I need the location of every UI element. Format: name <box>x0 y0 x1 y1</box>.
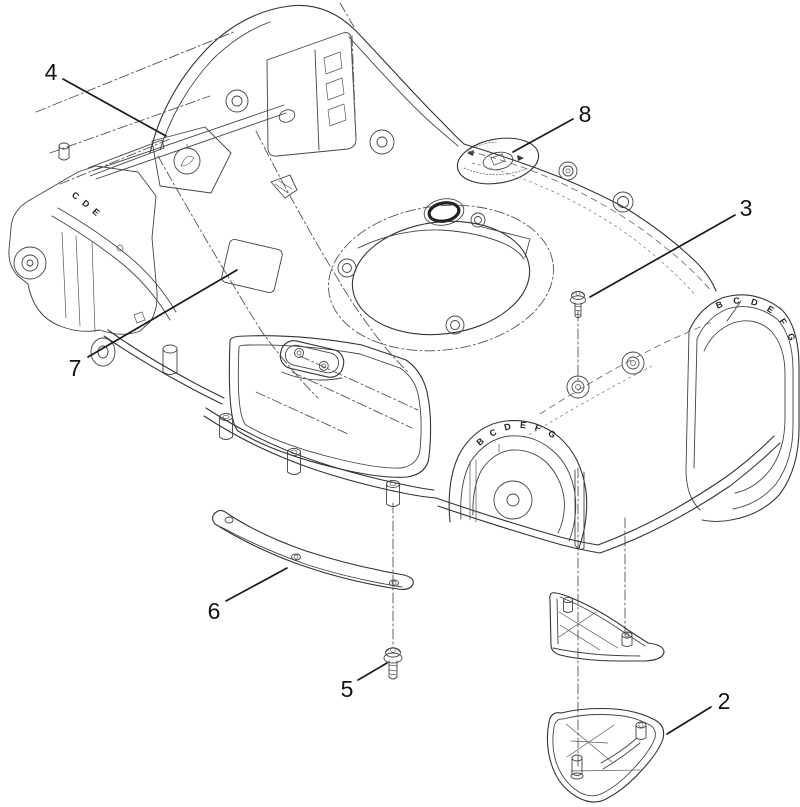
assembly-axis-lines <box>392 310 626 770</box>
warning-decal <box>221 239 283 293</box>
engine-mount-opening <box>328 161 645 399</box>
lower-discharge-deflector <box>546 707 665 803</box>
upper-discharge-deflector <box>549 592 665 662</box>
dashed-rim-lines <box>467 150 713 439</box>
callout-label-3: 3 <box>740 195 753 221</box>
callout-6: 6 <box>208 567 288 624</box>
skirt-lug <box>219 413 233 440</box>
callout-4: 4 <box>45 59 167 137</box>
front-opening-flange <box>228 335 432 478</box>
callout-7: 7 <box>69 269 238 381</box>
rear-wheel-arch: B C D E F G <box>448 420 588 550</box>
rock-guard-strip <box>212 509 414 590</box>
deck-grommets <box>337 161 645 399</box>
skirt-lug <box>287 448 301 475</box>
brand-emblem-decal <box>151 126 232 194</box>
callout-3: 3 <box>589 195 753 298</box>
callout-label-8: 8 <box>579 101 592 127</box>
front-left-letters: C D E <box>70 190 103 219</box>
front-height-adjuster-bracket: C D E <box>8 139 225 405</box>
callout-label-2: 2 <box>718 688 731 714</box>
screw-item-3 <box>570 290 586 319</box>
right-wheel-arch: B C D E F G <box>685 294 800 522</box>
callout-label-4: 4 <box>45 59 58 85</box>
washout-port-cap <box>456 137 540 185</box>
callout-8: 8 <box>512 101 592 153</box>
callout-label-6: 6 <box>208 598 221 624</box>
mount-pad <box>279 340 345 378</box>
right-bottom-skirt <box>597 435 781 554</box>
callout-label-5: 5 <box>341 676 354 702</box>
callout-2: 2 <box>666 688 731 735</box>
callout-label-7: 7 <box>69 355 82 381</box>
screw-item-5 <box>383 647 403 680</box>
callout-5: 5 <box>341 662 388 702</box>
rear-discharge-tunnel <box>35 2 717 292</box>
centerline-seams <box>157 130 409 399</box>
